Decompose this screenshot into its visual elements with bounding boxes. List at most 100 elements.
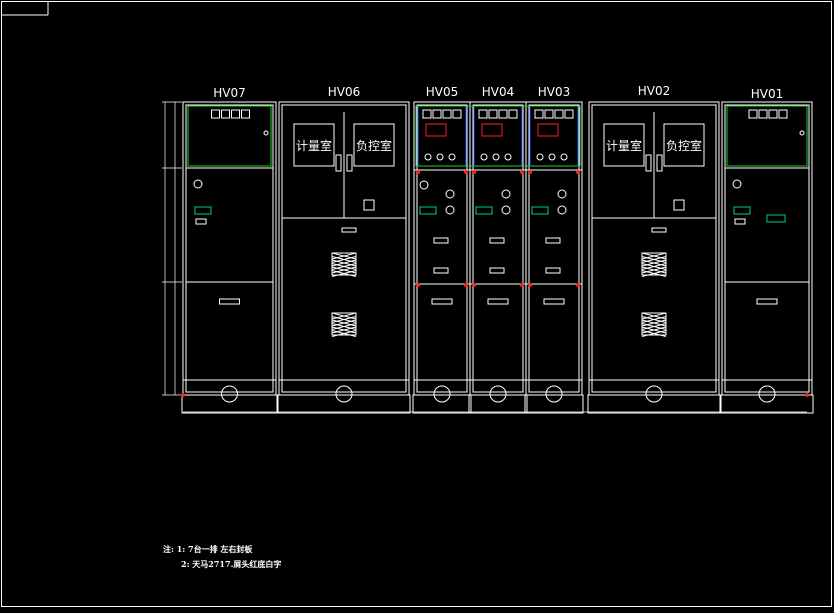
operating-hole xyxy=(193,179,203,189)
panel-inner-frame xyxy=(724,104,810,393)
indicator-dot xyxy=(520,170,524,174)
small-switch xyxy=(363,199,375,211)
indicator-lamp xyxy=(452,109,462,119)
panel-hv01: HV01 xyxy=(720,87,814,414)
control-button xyxy=(492,153,500,161)
indicator-lamp xyxy=(508,109,518,119)
terminal-block xyxy=(733,206,751,215)
indicator-lamp xyxy=(534,109,544,119)
panel-inner-frame xyxy=(472,104,524,393)
switch-handle xyxy=(489,267,505,274)
indicator-dot xyxy=(520,283,524,287)
panel-label: HV02 xyxy=(638,84,671,98)
indicator-lamp xyxy=(498,109,508,119)
base-bar xyxy=(412,394,472,414)
indicator-lamp xyxy=(554,109,564,119)
panel-hv02: HV02 计量室 负控室 xyxy=(587,84,721,414)
meter-window-right xyxy=(353,123,395,167)
panel-hv05: HV05 xyxy=(412,85,472,414)
indicator-lamp xyxy=(778,109,788,119)
base-bar xyxy=(181,394,278,414)
door-handle xyxy=(346,154,353,172)
indicator-lamp xyxy=(544,109,554,119)
switch-handle xyxy=(545,267,561,274)
door-handle xyxy=(656,154,663,172)
panel-label: HV06 xyxy=(328,85,361,99)
control-button xyxy=(548,153,556,161)
indicator-lamp xyxy=(241,109,250,119)
meter-room-label: 计量室 xyxy=(296,138,332,153)
control-button xyxy=(536,153,544,161)
instrument-window xyxy=(187,105,272,167)
operating-hole xyxy=(501,189,511,199)
ventilation-grille xyxy=(331,312,357,337)
small-switch xyxy=(673,199,685,211)
load-control-room-label: 负控室 xyxy=(356,138,392,153)
operating-hole xyxy=(557,205,567,215)
protection-relay xyxy=(537,123,559,137)
indicator-lamp xyxy=(564,109,574,119)
indicator-lamp xyxy=(422,109,432,119)
panel-hv04: HV04 xyxy=(468,85,528,414)
note-line-2: 2: 天马2717.屑头红底白字 xyxy=(181,559,282,569)
indicator-lamp xyxy=(432,109,442,119)
load-control-room-label: 负控室 xyxy=(666,138,702,153)
door-handle xyxy=(756,298,778,305)
cable-entry-circle xyxy=(335,385,353,403)
panel-inner-frame xyxy=(281,104,407,393)
ventilation-grille xyxy=(641,252,667,277)
indicator-dot xyxy=(576,283,580,287)
cable-entry-circle xyxy=(758,385,776,403)
instrument-window xyxy=(726,105,808,167)
terminal-block xyxy=(531,206,549,215)
meter-window-right xyxy=(663,123,705,167)
corner-marker xyxy=(805,393,809,397)
lock-knob xyxy=(263,130,269,136)
indicator-dot xyxy=(576,170,580,174)
switch-handle xyxy=(433,267,449,274)
panel-hv06: HV06 计量室 负控室 xyxy=(277,85,411,414)
panel-inner-frame xyxy=(185,104,274,393)
control-button xyxy=(436,153,444,161)
handle-slot xyxy=(651,227,667,233)
terminal-block xyxy=(419,206,437,215)
cable-entry-circle xyxy=(545,385,563,403)
panel-frame xyxy=(469,101,527,396)
small-switch xyxy=(195,218,207,225)
panel-inner-frame xyxy=(416,104,468,393)
operating-hole xyxy=(557,189,567,199)
lock-knob xyxy=(799,130,805,136)
cable-entry-circle xyxy=(433,385,451,403)
control-button xyxy=(448,153,456,161)
meter-room-label: 计量室 xyxy=(606,138,642,153)
panel-hv07: HV07 xyxy=(181,86,278,414)
dimension-lines xyxy=(162,101,807,413)
protection-relay xyxy=(481,123,503,137)
indicator-dot xyxy=(472,283,476,287)
cable-entry-circle xyxy=(489,385,507,403)
control-button xyxy=(504,153,512,161)
panel-label: HV05 xyxy=(426,85,459,99)
indicator-lamp xyxy=(478,109,488,119)
note-line-1: 注: 1: 7台一排 左右封板 xyxy=(163,544,253,554)
control-button xyxy=(424,153,432,161)
panel-label: HV04 xyxy=(482,85,515,99)
meter-window-left xyxy=(603,123,645,167)
control-button xyxy=(560,153,568,161)
handle-slot xyxy=(341,227,357,233)
base-bar xyxy=(720,394,814,414)
panel-frame xyxy=(525,101,583,396)
indicator-dot xyxy=(528,170,532,174)
corner-marker xyxy=(181,393,185,397)
terminal-block xyxy=(475,206,493,215)
base-bar xyxy=(524,394,584,414)
panel-frame xyxy=(182,101,277,396)
panel-label: HV07 xyxy=(213,86,246,100)
operating-hole xyxy=(445,205,455,215)
door-handle xyxy=(431,298,453,305)
terminal-block xyxy=(766,214,786,223)
small-switch xyxy=(734,218,746,225)
